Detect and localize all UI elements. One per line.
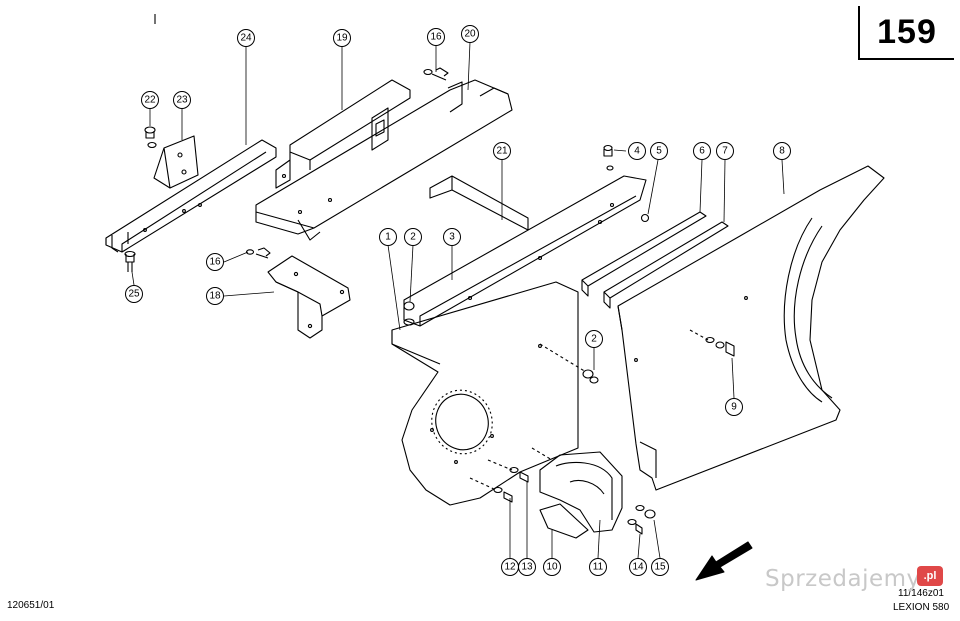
callout-label: 19 xyxy=(336,33,348,44)
callout-14[interactable] xyxy=(629,558,647,576)
callout-22[interactable] xyxy=(141,91,159,109)
callout-label: 1 xyxy=(385,232,391,243)
callout-2-upper[interactable] xyxy=(404,228,422,246)
part-4-5-fasteners xyxy=(603,144,650,223)
callout-label: 2 xyxy=(410,232,416,243)
callout-label: 16 xyxy=(430,32,442,43)
callout-label: 5 xyxy=(656,146,662,157)
callout-label: 12 xyxy=(504,562,516,573)
callout-label: 6 xyxy=(699,146,705,157)
callout-labels: 24 19 16 20 22 23 4 5 6 7 8 21 1 2 3 16 … xyxy=(128,29,785,573)
callout-2-lower[interactable] xyxy=(585,330,603,348)
part-23-plate xyxy=(153,135,199,189)
callout-label: 7 xyxy=(722,146,728,157)
drawing-code: 11/146z01 xyxy=(898,588,944,599)
callout-label: 11 xyxy=(593,562,604,573)
callout-label: 9 xyxy=(731,402,737,413)
part-6-7-rails xyxy=(581,211,729,309)
part-9-fasteners xyxy=(689,329,735,357)
callout-label: 20 xyxy=(464,29,476,40)
callout-label: 4 xyxy=(634,146,640,157)
callout-label: 16 xyxy=(209,257,221,268)
part-22-bolt xyxy=(144,126,157,149)
callout-label: 25 xyxy=(128,289,140,300)
callout-13[interactable] xyxy=(518,558,536,576)
callout-6[interactable] xyxy=(693,142,711,160)
callout-18[interactable] xyxy=(206,287,224,305)
left-code: 120651/01 xyxy=(7,600,55,611)
part-16-bolt-lower xyxy=(245,247,271,259)
part-19-bracket xyxy=(275,79,411,189)
drawing-lines xyxy=(105,14,885,581)
callout-25[interactable] xyxy=(125,285,143,303)
callout-11[interactable] xyxy=(589,558,607,576)
part-14-15-bolts xyxy=(627,504,656,535)
part-2-nut-upper xyxy=(403,301,415,326)
part-25-bolt xyxy=(124,250,136,272)
callout-21[interactable] xyxy=(493,142,511,160)
part-12-13-bolts xyxy=(469,459,529,503)
callout-15[interactable] xyxy=(651,558,669,576)
callout-16-lower[interactable] xyxy=(206,253,224,271)
part-18-bracket xyxy=(267,255,351,339)
callout-label: 2 xyxy=(591,334,597,345)
part-24-rail xyxy=(105,139,277,253)
part-21-bracket xyxy=(429,175,529,231)
callout-label: 15 xyxy=(654,562,666,573)
callout-label: 13 xyxy=(521,562,533,573)
callout-4[interactable] xyxy=(628,142,646,160)
page-number-box: 159 xyxy=(858,6,954,60)
callout-3[interactable] xyxy=(443,228,461,246)
callout-label: 14 xyxy=(632,562,644,573)
callout-24[interactable] xyxy=(237,29,255,47)
callout-5[interactable] xyxy=(650,142,668,160)
callout-10[interactable] xyxy=(543,558,561,576)
callout-8[interactable] xyxy=(773,142,791,160)
part-16-bolt-upper xyxy=(423,67,449,81)
callout-23[interactable] xyxy=(173,91,191,109)
watermark-badge: .pl xyxy=(917,566,943,586)
callout-7[interactable] xyxy=(716,142,734,160)
leader-lines xyxy=(131,41,785,559)
callout-9[interactable] xyxy=(725,398,743,416)
part-8-sidepanel xyxy=(617,165,885,491)
callout-label: 22 xyxy=(144,95,156,106)
callout-19[interactable] xyxy=(333,29,351,47)
page-number: 159 xyxy=(877,12,937,51)
callout-label: 24 xyxy=(240,33,252,44)
callout-label: 10 xyxy=(546,562,558,573)
callout-label: 3 xyxy=(449,232,455,243)
part-20-backbar xyxy=(255,79,513,241)
model-label: LEXION 580 xyxy=(893,602,950,613)
callout-label: 23 xyxy=(176,95,188,106)
watermark-text: Sprzedajemy xyxy=(765,566,921,592)
callout-label: 8 xyxy=(779,146,785,157)
callout-16-upper[interactable] xyxy=(427,28,445,46)
callout-label: 18 xyxy=(209,291,221,302)
callout-1[interactable] xyxy=(379,228,397,246)
part-2-nut-lower xyxy=(539,343,599,384)
callout-circles xyxy=(125,25,791,576)
part-3-plate xyxy=(403,175,647,327)
part-10-11-duct xyxy=(531,447,623,539)
part-1-cover xyxy=(391,281,579,506)
callout-20[interactable] xyxy=(461,25,479,43)
callout-label: 21 xyxy=(496,146,508,157)
direction-arrow xyxy=(695,541,753,581)
